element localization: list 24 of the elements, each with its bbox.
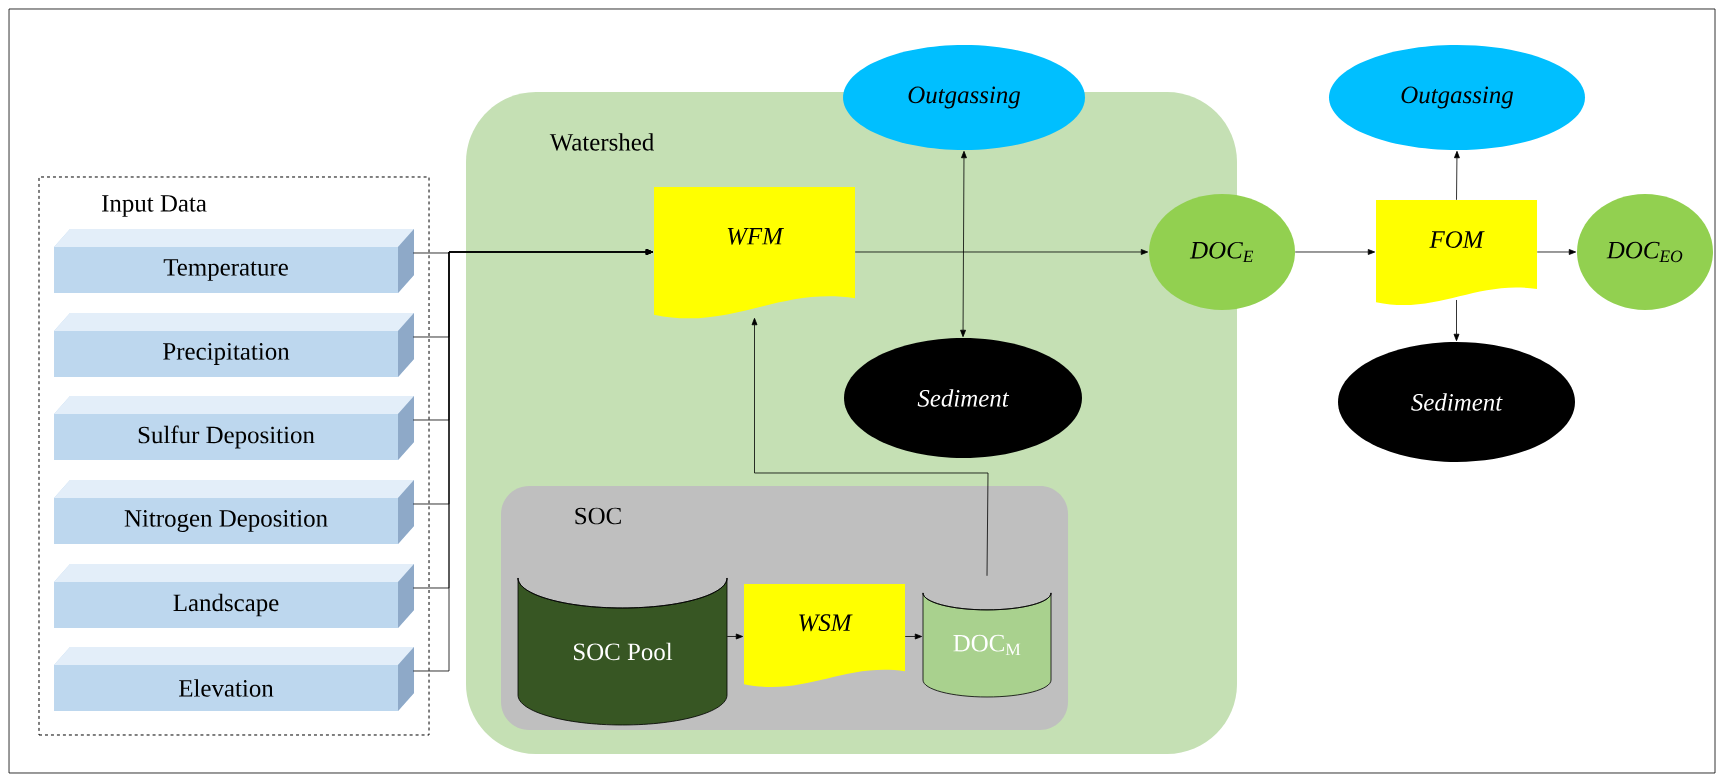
arrow [854,249,1149,255]
input-bar: Temperature [54,229,414,293]
input-bar: Nitrogen Deposition [54,480,414,544]
ellipse-node: Outgassing [843,45,1085,150]
ellipse-node: Sediment [844,338,1082,458]
ellipse-node: Outgassing [1329,45,1585,150]
input-bar: Landscape [54,564,414,628]
arrow [726,633,744,640]
arrow [1453,299,1460,342]
input-bar: Elevation [54,647,414,711]
ellipse-node: DOC$_{EO}$ [1577,194,1713,310]
arrow [904,633,923,640]
input-bar: Precipitation [54,313,414,377]
cylinder: DOC$_{M}$ [922,592,1052,698]
input-bar: Sulfur Deposition [54,396,414,460]
arrow [751,317,989,577]
ellipse-node: DOC$_{E}$ [1149,194,1295,310]
arrow [960,150,967,338]
arrow [1454,150,1460,201]
cylinder: SOC Pool [517,577,728,726]
ellipse-node: Sediment [1338,342,1575,462]
arrow [1536,249,1577,255]
arrow [1294,249,1376,255]
arrow [412,249,654,672]
